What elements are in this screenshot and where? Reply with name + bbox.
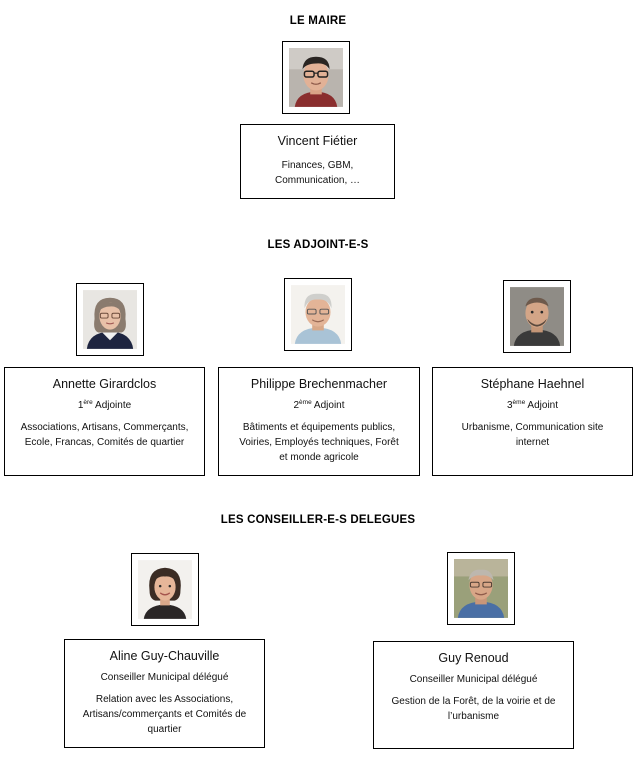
adjoint-1-desc-line-2: Ecole, Francas, Comités de quartier bbox=[24, 437, 185, 448]
adjoint-1-name: Annette Girardclos bbox=[52, 377, 157, 391]
section-heading-adjoints: LES ADJOINT-E-S bbox=[267, 239, 369, 251]
delegue-2-card: Guy Renoud Conseiller Municipal délégué … bbox=[373, 641, 574, 749]
section-heading-maire: LE MAIRE bbox=[289, 15, 347, 27]
delegue-1-desc-line-3: quartier bbox=[147, 724, 182, 735]
delegue-1-name: Aline Guy-Chauville bbox=[109, 649, 220, 663]
adjoint-1-rank: 1ère Adjointe bbox=[77, 399, 132, 411]
adjoint-3-photo bbox=[503, 280, 571, 353]
delegue-1-portrait-image bbox=[138, 560, 192, 619]
delegue-2-desc-line-2: l’urbanisme bbox=[447, 711, 500, 722]
adjoint-3-desc-line-2: internet bbox=[515, 437, 550, 448]
mayor-name: Vincent Fiétier bbox=[277, 134, 358, 148]
delegue-1-photo bbox=[131, 553, 199, 626]
delegue-1-desc-line-1: Relation avec les Associations, bbox=[95, 694, 234, 705]
adjoint-1-portrait-image bbox=[83, 290, 137, 349]
adjoint-1-desc-line-1: Associations, Artisans, Commerçants, bbox=[20, 422, 189, 433]
adjoint-3-name: Stéphane Haehnel bbox=[480, 377, 585, 391]
adjoint-2-name: Philippe Brechenmacher bbox=[250, 377, 388, 391]
mayor-photo bbox=[282, 41, 350, 114]
adjoint-2-card: Philippe Brechenmacher 2ème Adjoint Bâti… bbox=[218, 367, 420, 476]
delegue-2-role: Conseiller Municipal délégué bbox=[409, 674, 538, 685]
delegue-1-role: Conseiller Municipal délégué bbox=[100, 672, 229, 683]
mayor-desc-line-1: Finances, GBM, bbox=[281, 160, 354, 171]
adjoint-2-desc-line-3: et monde agricole bbox=[279, 452, 359, 463]
delegue-2-portrait-image bbox=[454, 559, 508, 618]
delegue-1-card: Aline Guy-Chauville Conseiller Municipal… bbox=[64, 639, 265, 748]
adjoint-3-portrait-image bbox=[510, 287, 564, 346]
delegue-2-name: Guy Renoud bbox=[438, 651, 509, 665]
section-heading-delegues: LES CONSEILLER-E-S DELEGUES bbox=[220, 514, 416, 526]
adjoint-2-desc-line-1: Bâtiments et équipements publics, bbox=[242, 422, 396, 433]
adjoint-1-photo bbox=[76, 283, 144, 356]
delegue-2-photo bbox=[447, 552, 515, 625]
adjoint-3-card: Stéphane Haehnel 3ème Adjoint Urbanisme,… bbox=[432, 367, 633, 476]
mayor-desc-line-2: Communication, … bbox=[274, 175, 361, 186]
mayor-portrait-image bbox=[289, 48, 343, 107]
adjoint-3-desc-line-1: Urbanisme, Communication site bbox=[461, 422, 604, 433]
mayor-card: Vincent Fiétier Finances, GBM, Communica… bbox=[240, 124, 395, 199]
delegue-2-desc-line-1: Gestion de la Forêt, de la voirie et de bbox=[391, 696, 556, 707]
adjoint-3-rank: 3ème Adjoint bbox=[506, 399, 559, 411]
adjoint-2-portrait-image bbox=[291, 285, 345, 344]
adjoint-2-rank: 2ème Adjoint bbox=[293, 399, 345, 411]
adjoint-2-photo bbox=[284, 278, 352, 351]
delegue-1-desc-line-2: Artisans/commerçants et Comités de bbox=[82, 709, 247, 720]
adjoint-2-desc-line-2: Voiries, Employés techniques, Forêt bbox=[239, 437, 399, 448]
adjoint-1-card: Annette Girardclos 1ère Adjointe Associa… bbox=[4, 367, 205, 476]
